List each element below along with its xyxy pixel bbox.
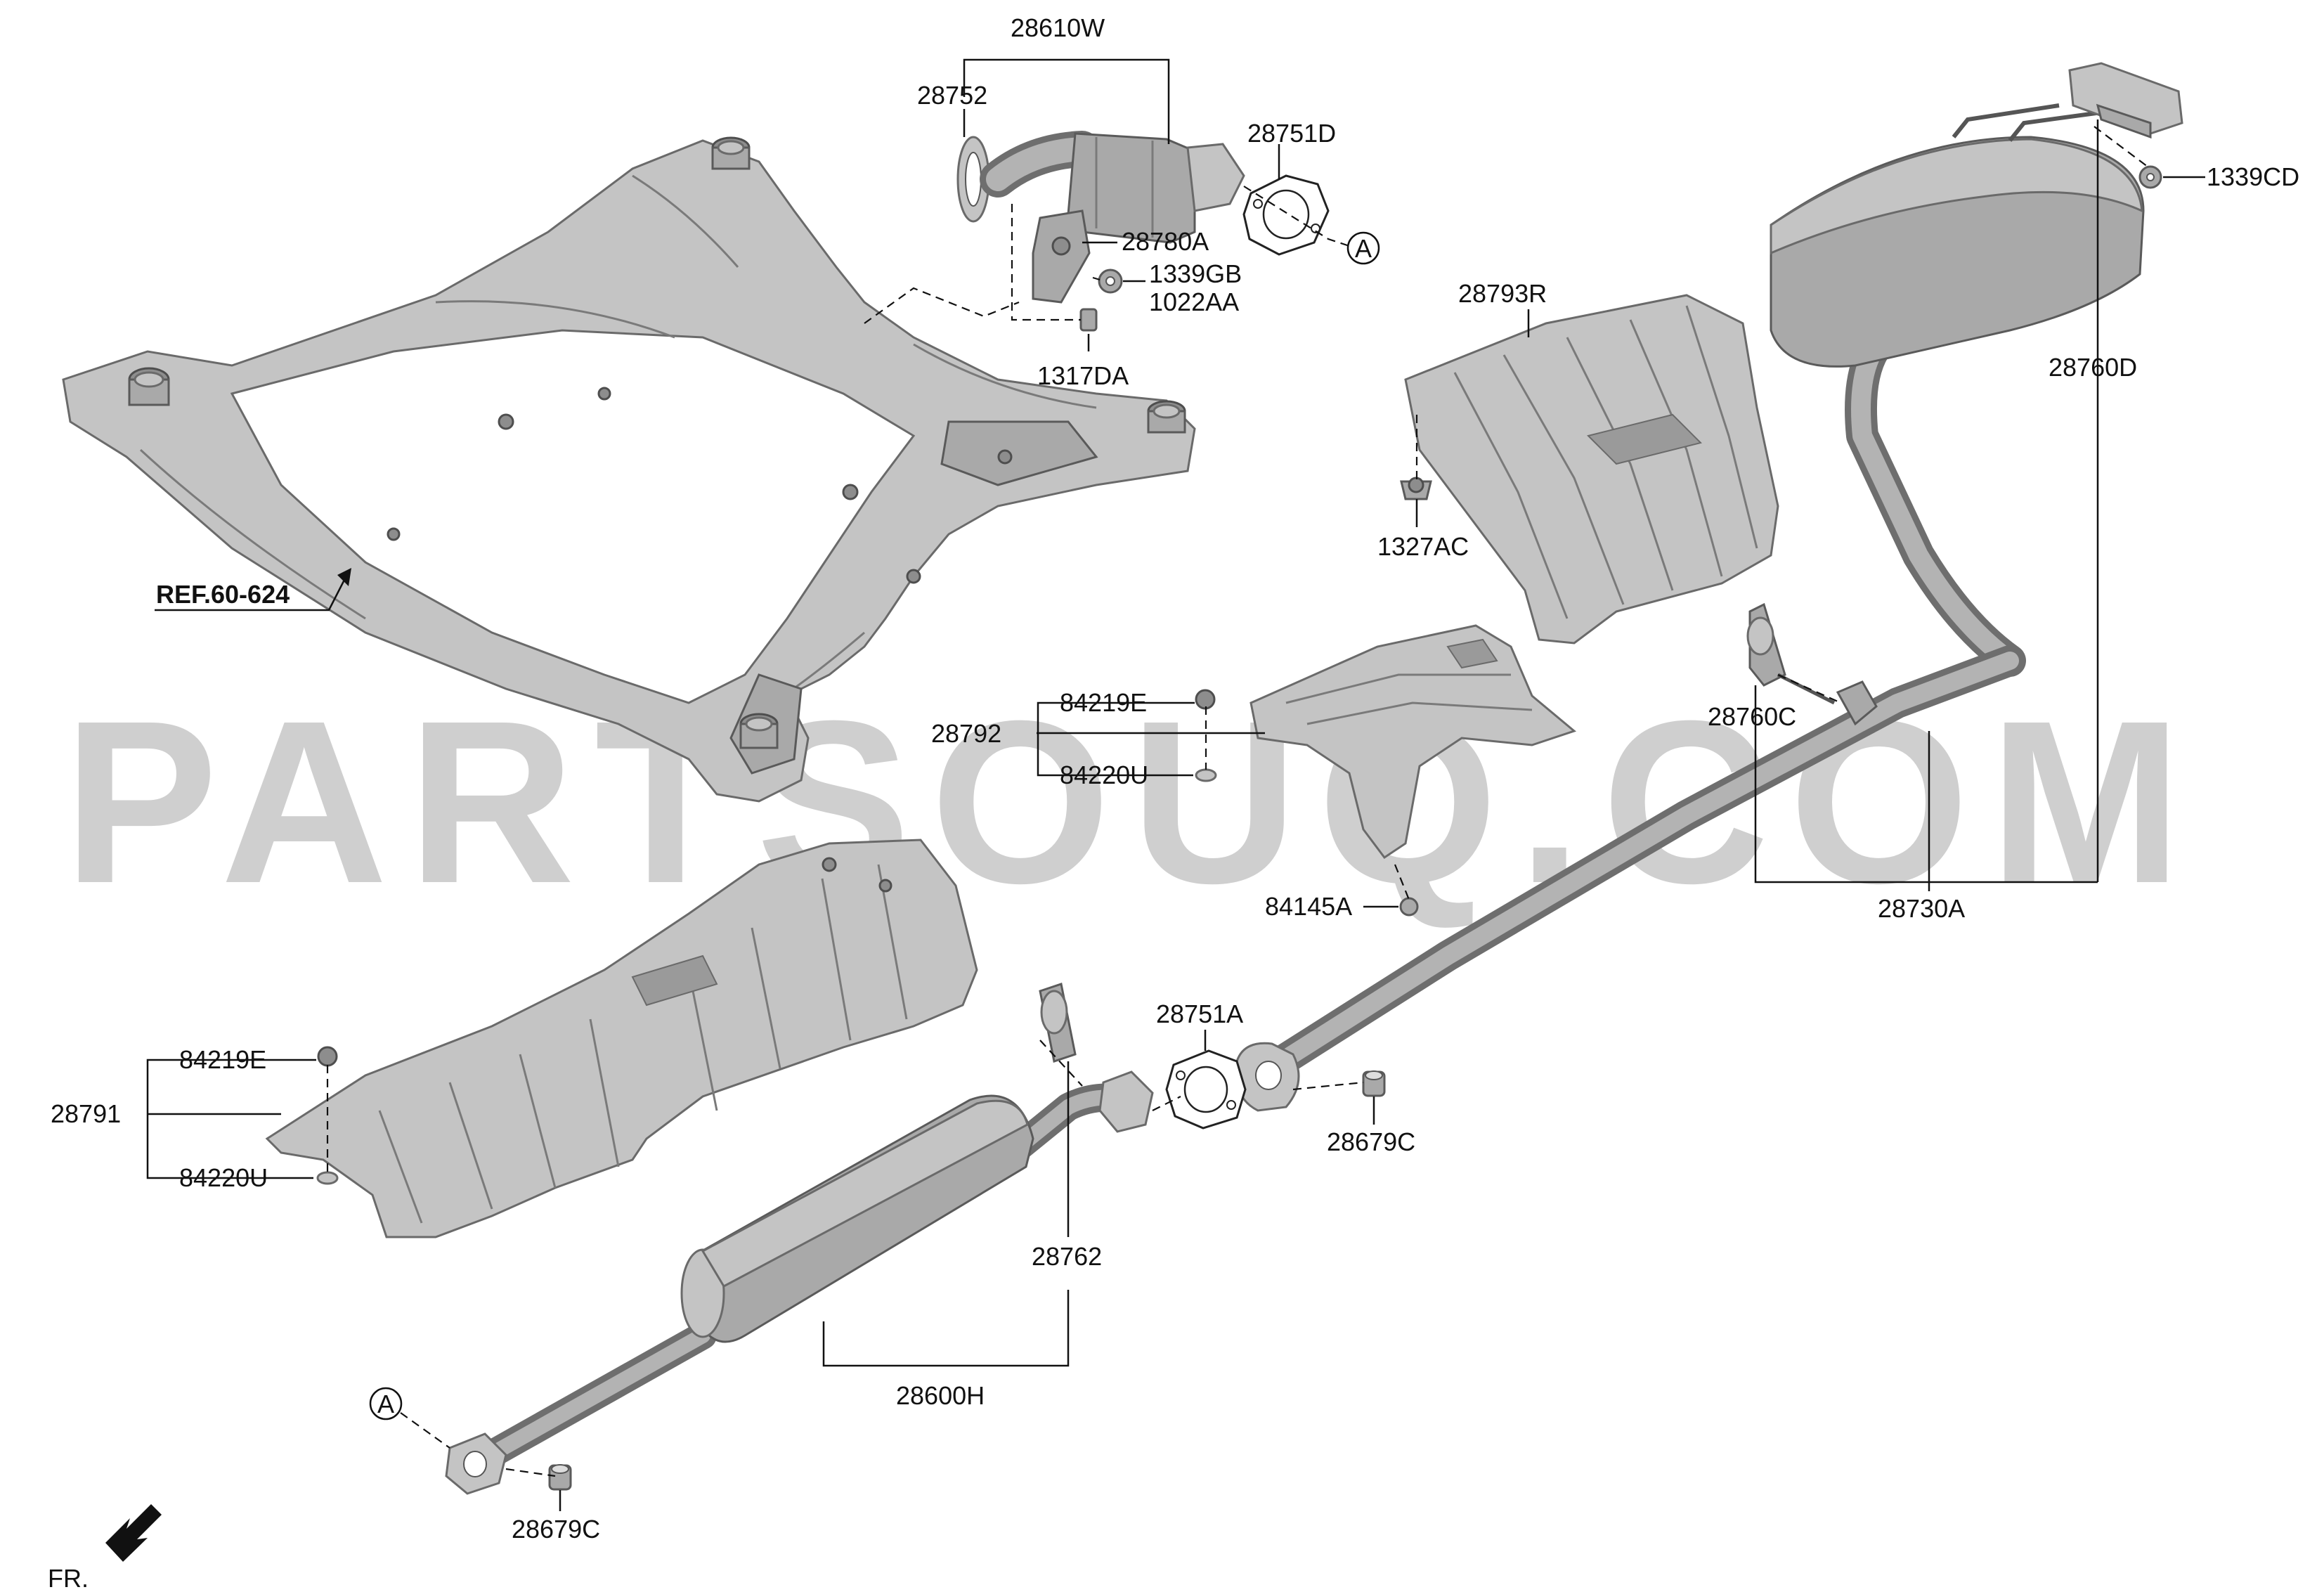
subframe-crossmember <box>62 136 1196 803</box>
label-28751A: 28751A <box>1156 999 1243 1028</box>
label-28730A: 28730A <box>1878 894 1965 923</box>
label-1022AA: 1022AA <box>1149 287 1239 316</box>
label-28679C-right: 28679C <box>1327 1127 1415 1156</box>
leader-lines <box>146 58 2205 1511</box>
heat-shield-28793R <box>1400 294 1779 645</box>
label-84220U-top: 84220U <box>1060 761 1148 789</box>
label-28679C-bottom: 28679C <box>512 1515 600 1544</box>
rear-muffler <box>1770 62 2183 677</box>
label-84219E-left: 84219E <box>179 1045 266 1074</box>
label-28610W: 28610W <box>1011 13 1105 42</box>
reference-label: REF.60-624 <box>156 580 290 609</box>
label-1339CD: 1339CD <box>2207 162 2299 191</box>
connector-a-top: A <box>1346 231 1380 265</box>
label-28791: 28791 <box>51 1099 121 1128</box>
nut-28679C-right <box>1362 1070 1386 1097</box>
connector-a-bottom: A <box>369 1387 403 1420</box>
front-label: FR. <box>48 1564 89 1588</box>
dashed-lines <box>326 126 2151 1477</box>
label-1327AC: 1327AC <box>1377 532 1469 561</box>
label-84219E-top: 84219E <box>1060 688 1147 717</box>
center-pipe <box>1235 602 2025 1112</box>
label-28600H: 28600H <box>896 1381 985 1410</box>
front-muffler <box>445 983 1154 1495</box>
heat-shield-28792 <box>1195 624 1577 917</box>
gasket-28751A <box>1165 1049 1247 1130</box>
label-28780A: 28780A <box>1122 227 1209 256</box>
label-84220U-left: 84220U <box>179 1163 268 1192</box>
part-labels: REF.60-624 28610W 28752 28751D 28780A 13… <box>51 13 2299 1544</box>
gasket-28751D <box>1242 174 1330 256</box>
label-1339GB: 1339GB <box>1149 259 1242 288</box>
nut-28679C-bottom <box>548 1464 572 1491</box>
label-28752: 28752 <box>917 81 987 110</box>
heat-shield-28791 <box>265 839 978 1238</box>
watermark-text: PARTSOUQ.COM <box>63 672 2202 931</box>
label-28760D: 28760D <box>2049 353 2137 382</box>
label-1317DA: 1317DA <box>1037 361 1129 390</box>
label-84145A: 84145A <box>1265 892 1352 921</box>
label-28760C: 28760C <box>1708 702 1796 731</box>
svg-text:A: A <box>1355 234 1372 263</box>
svg-text:A: A <box>377 1390 394 1418</box>
front-pipe-assembly <box>956 131 1245 332</box>
front-direction-indicator: FR. <box>48 1504 162 1592</box>
label-28793R: 28793R <box>1458 279 1547 308</box>
label-28751D: 28751D <box>1247 119 1336 148</box>
label-28762: 28762 <box>1032 1242 1102 1271</box>
label-28792: 28792 <box>931 719 1001 748</box>
